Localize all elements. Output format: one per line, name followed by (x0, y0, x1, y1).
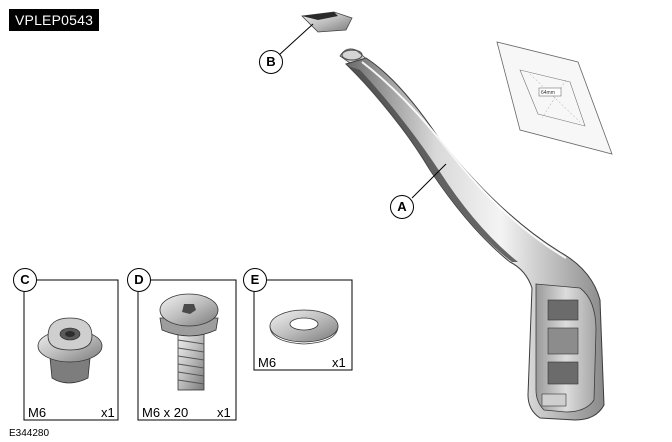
part-box-d (137, 279, 237, 421)
template-dimension-label: 64mm (541, 90, 555, 96)
callout-a: A (390, 195, 414, 219)
part-c-qty: x1 (101, 405, 115, 420)
bolt-part (159, 293, 219, 391)
roof-rail-part (339, 48, 605, 421)
callout-e: E (243, 268, 267, 292)
end-cap-part (301, 11, 353, 33)
callout-d: D (127, 268, 151, 292)
positioning-template: 64mm (496, 41, 613, 155)
part-d-qty: x1 (217, 405, 231, 420)
callout-c: C (13, 268, 37, 292)
part-e-spec: M6 (258, 355, 277, 370)
part-e-qty: x1 (332, 355, 346, 370)
leader-line-b (278, 23, 314, 56)
callout-b: B (259, 50, 283, 74)
figure-id-tag: VPLEP0543 (9, 9, 100, 31)
flange-nut-part (37, 317, 103, 384)
part-box-c (23, 279, 119, 421)
part-d-spec: M6 x 20 (142, 405, 189, 420)
washer-part (269, 309, 339, 345)
part-c-spec: M6 (28, 405, 47, 420)
part-box-e (253, 279, 353, 371)
leader-line-a (411, 163, 447, 199)
image-code: E344280 (9, 428, 50, 439)
